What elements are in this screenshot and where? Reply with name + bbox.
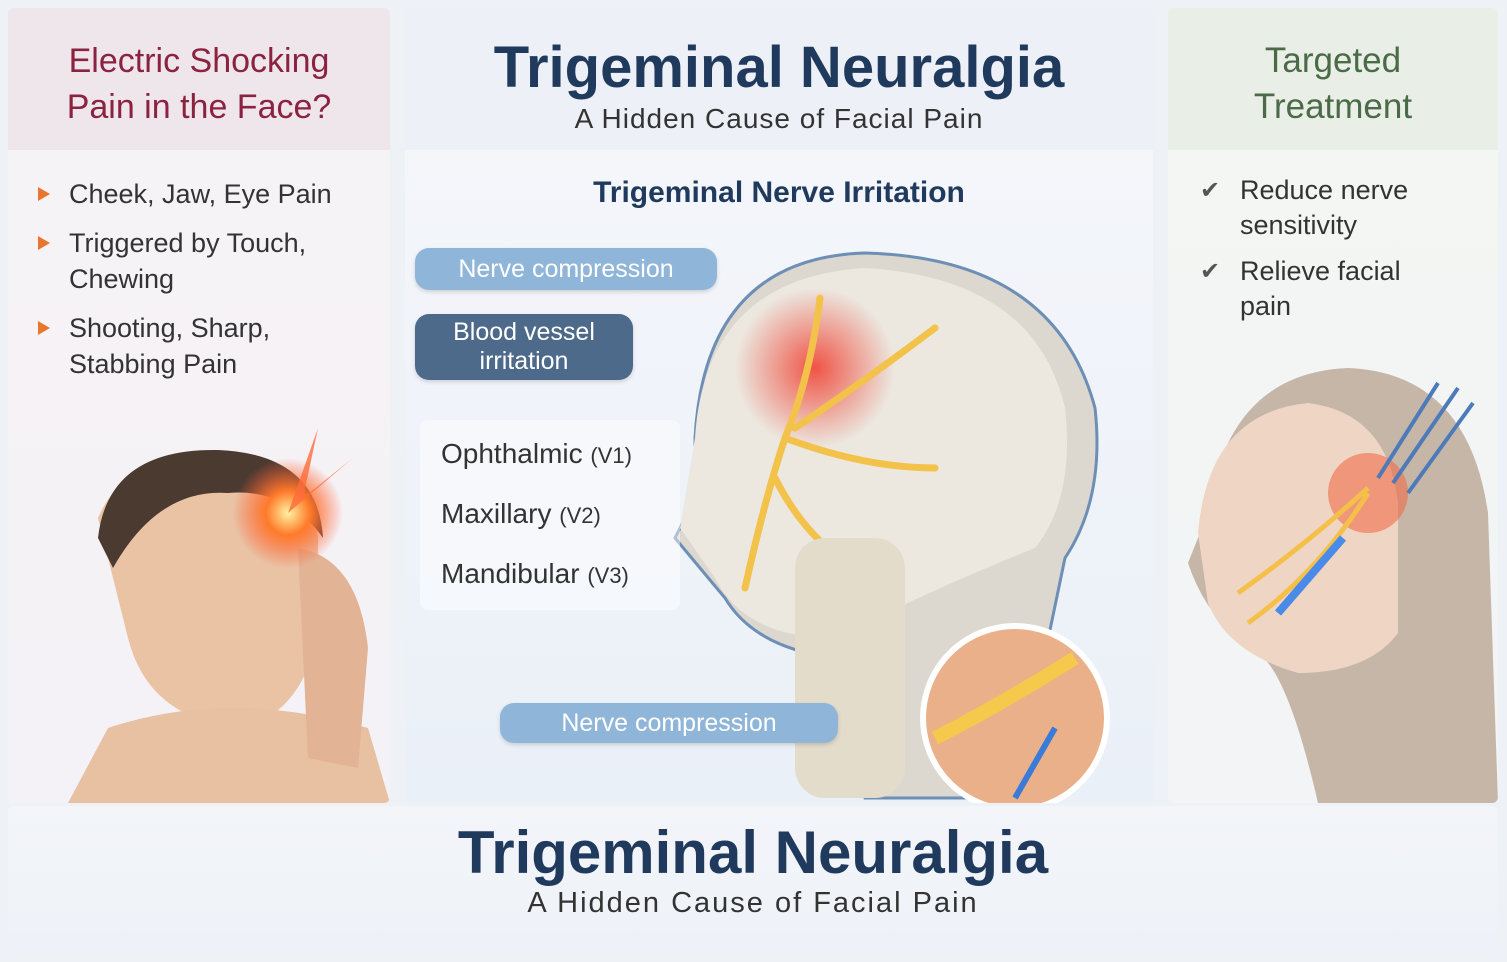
branch-ophthalmic: Ophthalmic (V1) — [441, 438, 632, 469]
branch-maxillary: Maxillary (V2) — [441, 498, 601, 529]
symptom-bullet: Shooting, Sharp,Stabbing Pain — [38, 310, 270, 382]
symptom-bullet: Triggered by Touch,Chewing — [38, 225, 306, 297]
nerve-branches-list: Ophthalmic (V1) Maxillary (V2) Mandibula… — [420, 420, 680, 610]
branch-mandibular: Mandibular (V3) — [441, 558, 629, 589]
arrow-bullet-icon — [38, 321, 50, 335]
footer-title: Trigeminal Neuralgia — [457, 819, 1049, 886]
main-title: Trigeminal Neuralgia — [493, 35, 1065, 100]
nerve-compression-callout-top: Nerve compression — [415, 248, 717, 290]
anatomy-header: Trigeminal Neuralgia A Hidden Cause of F… — [405, 8, 1153, 150]
man-in-pain-illustration — [68, 428, 390, 803]
woman-treatment-illustration — [1188, 368, 1498, 803]
section-heading: Trigeminal Nerve Irritation — [593, 176, 965, 209]
arrow-bullet-icon — [38, 236, 50, 250]
arrow-bullet-icon — [38, 187, 50, 201]
symptom-bullet: Cheek, Jaw, Eye Pain — [38, 176, 332, 212]
footer-subtitle: A Hidden Cause of Facial Pain — [527, 887, 979, 919]
skull-nerve-illustration — [673, 251, 1110, 803]
nerve-compression-callout-bottom: Nerve compression — [500, 703, 838, 743]
anatomy-panel: Trigeminal Neuralgia A Hidden Cause of F… — [405, 8, 1153, 803]
checkmark-icon: ✔ — [1200, 177, 1221, 204]
main-subtitle: A Hidden Cause of Facial Pain — [574, 103, 984, 134]
checkmark-icon: ✔ — [1200, 258, 1221, 285]
footer-banner: Trigeminal Neuralgia A Hidden Cause of F… — [8, 806, 1498, 950]
